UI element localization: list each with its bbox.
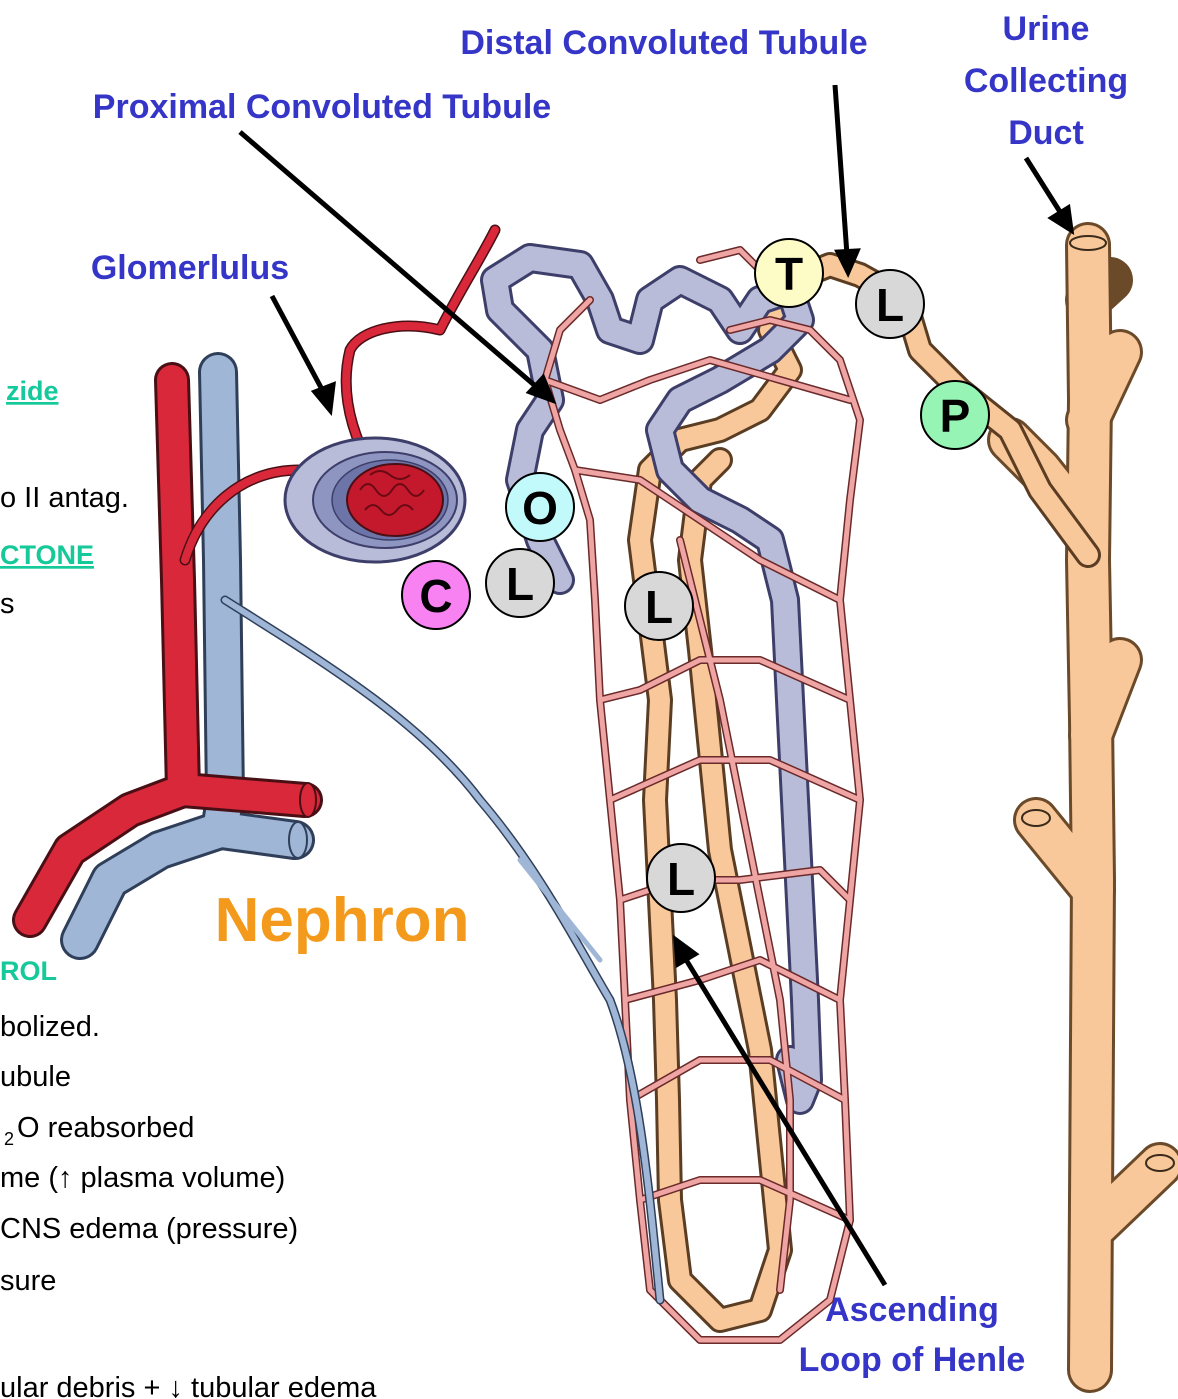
drug-label-rol: ROL xyxy=(0,956,57,986)
label-urine-line2: Collecting xyxy=(964,62,1128,100)
label-ascending-line1: Ascending xyxy=(825,1291,999,1329)
text-cns: CNS edema (pressure) xyxy=(0,1213,298,1245)
nephron-title: Nephron xyxy=(215,886,470,955)
marker-t: T xyxy=(755,239,823,307)
marker-c: C xyxy=(402,561,470,629)
svg-text:P: P xyxy=(940,390,971,442)
svg-text:C: C xyxy=(419,570,452,622)
marker-l-mid: L xyxy=(625,572,693,640)
peach-tubule xyxy=(640,265,1088,1320)
svg-text:L: L xyxy=(667,853,695,905)
label-glomerulus: Glomerlulus xyxy=(91,249,289,287)
svg-text:L: L xyxy=(876,279,904,331)
label-proximal-convoluted-tubule: Proximal Convoluted Tubule xyxy=(93,88,551,126)
marker-l-top: L xyxy=(856,270,924,338)
label-urine-line1: Urine xyxy=(1003,10,1090,48)
text-s: s xyxy=(0,588,15,620)
text-volume: me (↑ plasma volume) xyxy=(0,1162,285,1194)
marker-l-left: L xyxy=(486,549,554,617)
text-ubule: ubule xyxy=(0,1061,71,1093)
svg-text:L: L xyxy=(645,581,673,633)
marker-l-low: L xyxy=(647,844,715,912)
marker-o: O xyxy=(506,473,574,541)
svg-text:O: O xyxy=(522,482,558,534)
drug-label-ctone: CTONE xyxy=(0,540,94,570)
drug-label-zide: zide xyxy=(6,376,59,406)
text-antag: o II antag. xyxy=(0,482,129,514)
collecting-duct xyxy=(1010,236,1174,1370)
label-distal-convoluted-tubule: Distal Convoluted Tubule xyxy=(460,24,867,62)
text-debris: ular debris + ↓ tubular edema xyxy=(0,1372,377,1399)
text-reabsorbed: O reabsorbed xyxy=(17,1112,194,1144)
label-urine-line3: Duct xyxy=(1008,114,1084,152)
svg-text:T: T xyxy=(775,248,803,300)
label-ascending-line2: Loop of Henle xyxy=(799,1341,1026,1379)
text-ssure: sure xyxy=(0,1265,56,1297)
glomerulus xyxy=(285,438,465,562)
svg-text:L: L xyxy=(506,558,534,610)
text-bolized: bolized. xyxy=(0,1011,100,1043)
marker-p: P xyxy=(921,381,989,449)
text-subscript: 2 xyxy=(4,1129,14,1149)
